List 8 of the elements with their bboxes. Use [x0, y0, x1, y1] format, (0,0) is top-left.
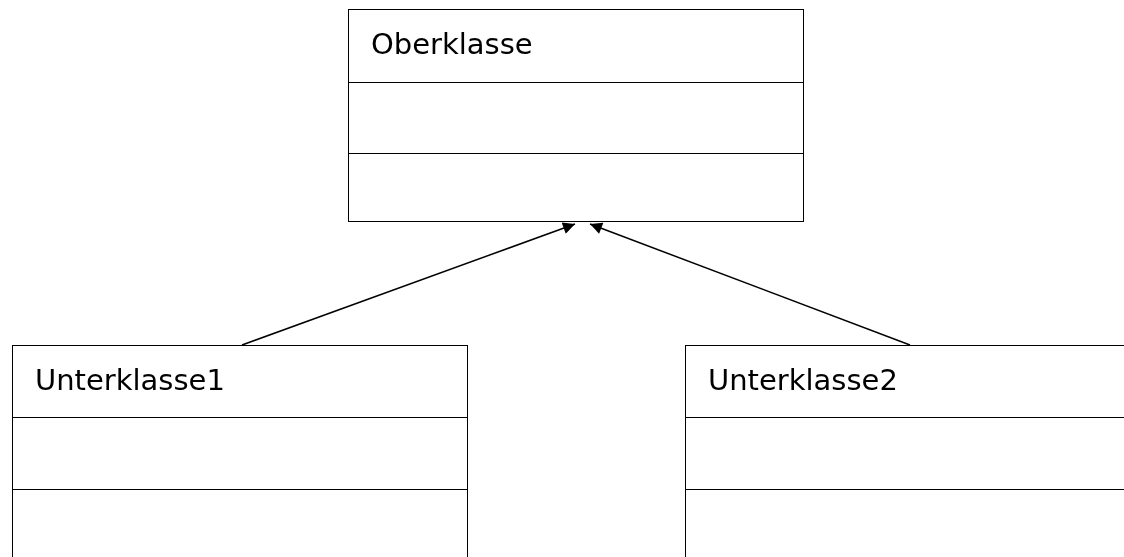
class-name: Unterklasse1 — [35, 362, 225, 399]
class-name: Unterklasse2 — [708, 362, 898, 399]
arrow — [241, 222, 576, 346]
class-box — [685, 345, 1124, 557]
class-box — [348, 9, 804, 222]
class-box — [12, 345, 468, 557]
class-name: Oberklasse — [371, 26, 533, 63]
arrow — [589, 222, 911, 346]
